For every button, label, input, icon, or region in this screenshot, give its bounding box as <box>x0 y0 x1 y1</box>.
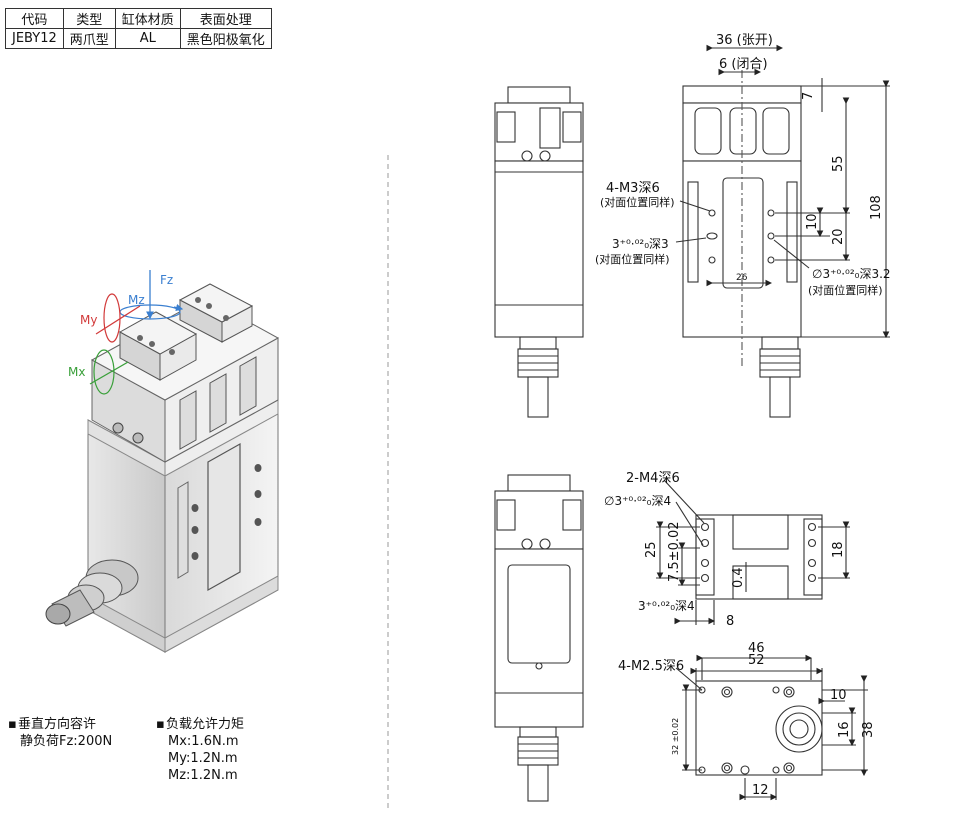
moment-title: 负载允许力矩 <box>166 717 245 732</box>
dim-38: 38 <box>861 721 876 738</box>
cell-surface: 黑色阳极氧化 <box>179 28 272 49</box>
vertical-load-value: 静负荷Fz:200N <box>20 734 113 749</box>
bottom-view <box>675 654 868 801</box>
moment-note: ▪负载允许力矩 Mx:1.6N.m My:1.2N.m Mz:1.2N.m <box>156 717 245 783</box>
pin-hole-right-label: ∅3⁺⁰·⁰²₀深3.2 <box>812 267 891 281</box>
dim-52: 52 <box>748 653 765 668</box>
dim-18: 18 <box>831 541 846 558</box>
dim-7: 7 <box>801 92 816 100</box>
dim-20: 20 <box>831 228 846 245</box>
pin-side4-label: 3⁺⁰·⁰²₀深4 <box>638 599 695 613</box>
dim-12: 12 <box>752 783 769 798</box>
dim-8: 8 <box>726 614 734 629</box>
cell-code: JEBY12 <box>5 28 64 49</box>
cell-type: 两爪型 <box>62 28 116 49</box>
header-material: 缸体材质 <box>114 8 181 29</box>
fz-label: Fz <box>160 273 173 287</box>
spec-table-row: JEBY12 两爪型 AL 黑色阳极氧化 <box>5 28 272 49</box>
dim-46: 46 <box>748 641 765 656</box>
cell-material: AL <box>114 28 181 49</box>
dim-26: 26 <box>736 273 748 283</box>
moment-mz: Mz:1.2N.m <box>168 768 238 783</box>
dim-10: 10 <box>805 213 820 230</box>
m4-holes-label: 2-M4深6 <box>626 471 680 486</box>
m2-5-holes-label: 4-M2.5深6 <box>618 659 684 674</box>
dim-0-4: 0.4 <box>731 567 746 588</box>
side-view-top <box>494 86 584 418</box>
pin-phi4-label: ∅3⁺⁰·⁰²₀深4 <box>604 494 671 508</box>
jaw-detail-view <box>656 479 850 625</box>
vertical-load-note: ▪垂直方向容许 静负荷Fz:200N <box>8 717 113 749</box>
spec-table-header: 代码 类型 缸体材质 表面处理 <box>5 8 272 29</box>
side-view-bottom <box>494 474 584 802</box>
dim-7-5: 7.5±0.02 <box>667 521 682 582</box>
header-type: 类型 <box>62 8 116 29</box>
my-label: My <box>80 313 97 327</box>
dim-32: 32 ±0.02 <box>671 718 680 755</box>
pin-hole-left-note: (对面位置同样) <box>595 252 670 266</box>
front-view-top-labels: 36 (张开) 6 (闭合) 7 55 108 10 20 26 4-M3深6 … <box>595 33 891 297</box>
bottom-view-labels: 52 46 4-M2.5深6 10 32 ±0.02 16 38 12 <box>618 641 876 798</box>
dim-open-width: 36 (张开) <box>716 33 773 48</box>
vertical-load-title: 垂直方向容许 <box>18 717 97 732</box>
moment-mx: Mx:1.6N.m <box>168 734 239 749</box>
m3-holes-label: 4-M3深6 <box>606 181 660 196</box>
moment-my: My:1.2N.m <box>168 751 238 766</box>
dim-108: 108 <box>869 195 884 220</box>
mx-label: Mx <box>68 365 85 379</box>
dim-10b: 10 <box>830 688 847 703</box>
isometric-gripper: Fz Mz My Mx <box>45 270 280 653</box>
dim-closed-width: 6 (闭合) <box>719 57 768 72</box>
header-code: 代码 <box>5 8 64 29</box>
pin-hole-right-note: (对面位置同样) <box>808 283 883 297</box>
spec-table: 代码 类型 缸体材质 表面处理 JEBY12 两爪型 AL 黑色阳极氧化 <box>5 8 272 49</box>
m3-holes-note: (对面位置同样) <box>600 195 675 209</box>
dim-55: 55 <box>831 155 846 172</box>
dim-25: 25 <box>644 541 659 558</box>
dim-16: 16 <box>837 721 852 738</box>
pin-hole-left-label: 3⁺⁰·⁰²₀深3 <box>612 237 669 251</box>
jaw-detail-labels: 2-M4深6 ∅3⁺⁰·⁰²₀深4 25 7.5±0.02 0.4 18 3⁺⁰… <box>604 471 846 629</box>
mz-label: Mz <box>128 293 145 307</box>
front-view-top <box>675 44 890 418</box>
